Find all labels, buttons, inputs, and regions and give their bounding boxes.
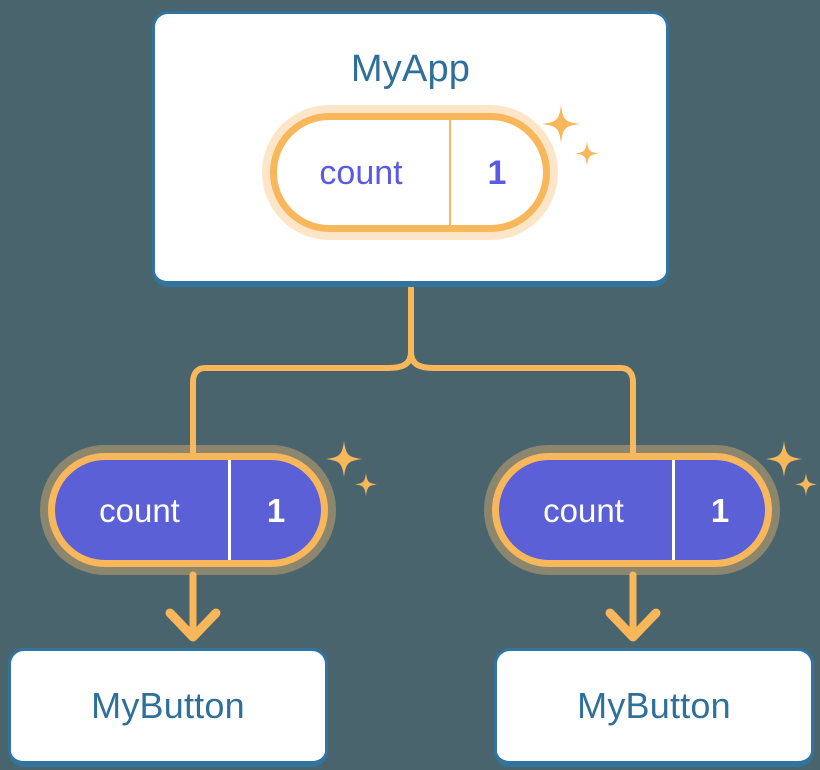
arrow-down-icon-right xyxy=(605,571,661,642)
component-title-mybutton: MyButton xyxy=(577,685,731,726)
sparkle-icon xyxy=(766,441,802,477)
component-title-mybutton: MyButton xyxy=(91,685,245,726)
state-pill-left[interactable]: count 1 xyxy=(48,453,328,567)
state-pill-right[interactable]: count 1 xyxy=(492,453,772,567)
arrow-down-icon-left xyxy=(165,571,221,642)
state-pill-key: count xyxy=(319,153,403,192)
component-card-mybutton-left[interactable]: MyButton xyxy=(8,648,328,767)
sparkle-small-icon xyxy=(795,473,817,496)
state-pill-key: count xyxy=(99,491,180,529)
sparkle-icon xyxy=(326,441,362,477)
state-pill-value: 1 xyxy=(449,120,543,225)
state-pill-value: 1 xyxy=(672,460,765,560)
state-pill-myapp[interactable]: count 1 xyxy=(270,113,550,232)
component-card-mybutton-right[interactable]: MyButton xyxy=(494,648,814,767)
component-title-myapp: MyApp xyxy=(350,48,471,90)
state-pill-value: 1 xyxy=(228,460,321,560)
sparkle-small-icon xyxy=(355,473,377,496)
state-pill-key: count xyxy=(543,491,624,529)
sparkle-group-left xyxy=(326,441,377,496)
